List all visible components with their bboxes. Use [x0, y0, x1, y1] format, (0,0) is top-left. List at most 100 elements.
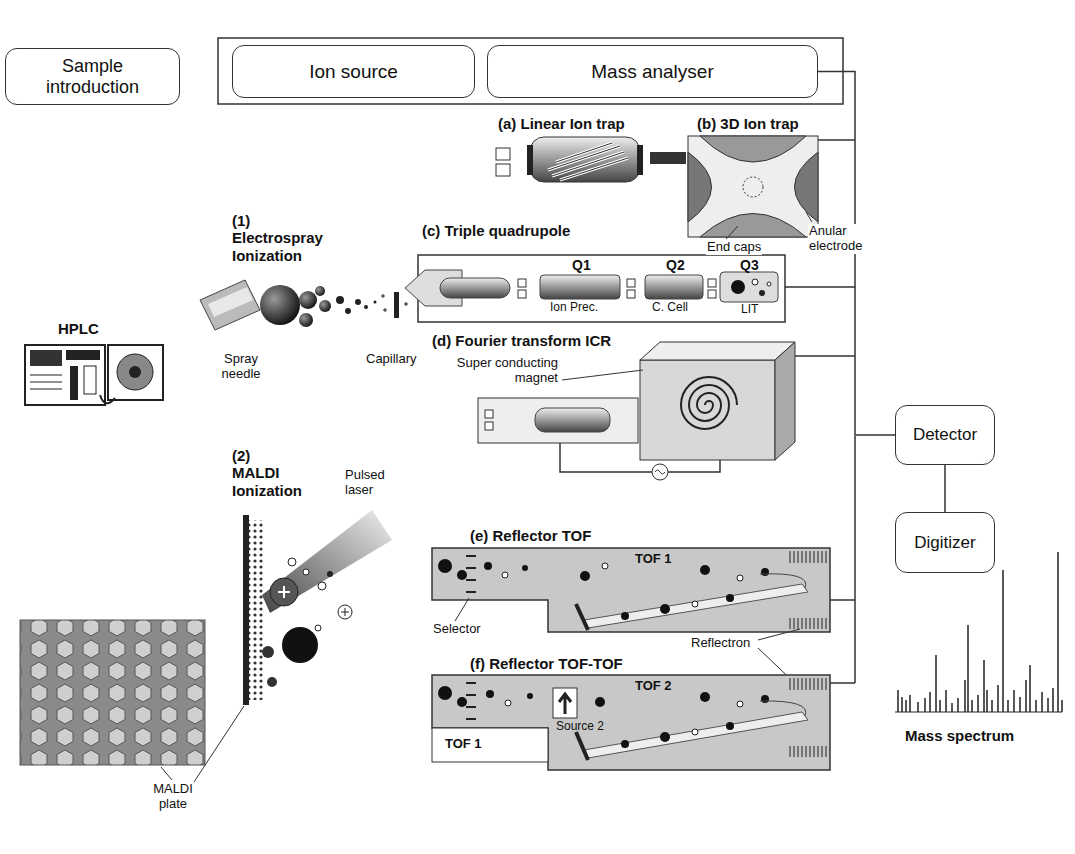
maldi-source-part: [315, 625, 321, 631]
reflector-tof-part: [457, 570, 467, 580]
hplc-device-part: [129, 366, 141, 378]
reflector-tof-part: [602, 563, 608, 569]
part-label: MALDI plate: [150, 782, 196, 812]
triple-quadrupole-part: [720, 272, 778, 302]
reflector-tof-tof-part: [761, 695, 769, 703]
outer-frame-part: [218, 38, 843, 104]
analyser-bus-part: [830, 599, 855, 601]
outer-frame: [218, 38, 843, 104]
part-label: Q3: [740, 257, 759, 273]
section-heading: (2) MALDI Ionization: [232, 447, 298, 499]
maldi-source-part: [341, 608, 349, 616]
electrospray-source-part: [374, 301, 377, 304]
part-label: Pulsed laser: [345, 468, 395, 498]
reflector-tof-tof-part: [432, 675, 830, 770]
electrospray-source-part: [315, 286, 325, 296]
triple-quadrupole-part: [627, 279, 635, 287]
3d-ion-trap-part: [743, 177, 763, 197]
reflector-tof-tof-part: [505, 700, 511, 706]
reflector-tof-tof-part: [559, 694, 571, 714]
analyser-bus-part: [818, 139, 855, 141]
electrospray-source: [200, 280, 408, 330]
maldi-source-part: [249, 520, 263, 700]
part-label: TOF 1: [635, 552, 672, 567]
section-heading: (a) Linear Ion trap: [498, 115, 625, 132]
part-label: C. Cell: [652, 301, 688, 315]
reflector-tof-tof-part: [737, 701, 743, 707]
part-label: Selector: [432, 622, 482, 637]
hplc-device-part: [25, 345, 105, 405]
section-heading: (b) 3D Ion trap: [697, 115, 799, 132]
hplc-device-part: [70, 366, 78, 400]
part-label: Q2: [666, 257, 685, 273]
triple-quadrupole-part: [708, 290, 716, 298]
reflector-tof-part: [455, 598, 469, 621]
reflector-tof-part: [700, 565, 710, 575]
process-box: Digitizer: [895, 512, 995, 573]
maldi-source-part: [318, 582, 326, 590]
3d-ion-trap-part: [700, 136, 806, 162]
reflector-tof-tof-part: [466, 683, 476, 719]
reflector-tof-part: [432, 548, 830, 632]
triple-quadrupole: [405, 255, 785, 322]
maldi-source-part: [20, 620, 205, 765]
reflector-tof-tof-part: [660, 732, 670, 742]
section-heading: (d) Fourier transform ICR: [432, 332, 611, 349]
part-label: Ion Prec.: [550, 301, 598, 315]
reflector-tof-tof-part: [527, 693, 533, 699]
electrospray-source-part: [299, 313, 313, 327]
section-heading: (e) Reflector TOF: [470, 527, 591, 544]
triple-quadrupole-part: [767, 282, 771, 286]
linear-ion-trap-part: [527, 145, 533, 175]
mass-spectrum-plot: [895, 552, 1062, 712]
maldi-source-part: [161, 706, 244, 782]
electrospray-source-part: [345, 308, 351, 314]
box-label: Sample introduction: [23, 56, 163, 97]
maldi-source-part: [270, 578, 298, 606]
reflector-tof-tof-part: [595, 697, 605, 707]
3d-ion-trap: [688, 136, 818, 239]
ft-icr-part: [652, 464, 668, 480]
ft-icr-part: [640, 360, 775, 460]
analyser-bus-part: [785, 286, 855, 288]
linear-ion-trap: [496, 137, 686, 182]
reflector-tof-tof-part: [790, 746, 826, 757]
reflector-tof-part: [502, 572, 508, 578]
reflector-tof-part: [726, 594, 734, 602]
triple-quadrupole-part: [731, 280, 745, 294]
box-label: Ion source: [309, 61, 398, 83]
electrospray-source-part: [200, 280, 260, 330]
electrospray-source-part: [394, 292, 399, 318]
reflector-tof-part: [761, 568, 769, 576]
part-label: End caps: [706, 240, 762, 255]
reflector-tof-part: [522, 565, 528, 571]
section-heading: (f) Reflector TOF-TOF: [470, 655, 623, 672]
triple-quadrupole-part: [759, 290, 765, 296]
section-heading: (c) Triple quadrupole: [422, 222, 570, 239]
linear-ion-trap-part: [637, 145, 643, 175]
reflector-tof-tof-part: [760, 701, 806, 716]
triple-quadrupole-part: [627, 290, 635, 298]
maldi-source-part: [262, 510, 392, 613]
part-label: LIT: [741, 303, 758, 317]
triple-quadrupole-part: [540, 275, 620, 299]
reflector-tof-tof-part: [576, 732, 588, 760]
triple-quadrupole-part: [708, 279, 716, 287]
electrospray-source-part: [260, 285, 300, 325]
maldi-source-part: [327, 571, 333, 577]
triple-quadrupole-part: [418, 255, 785, 322]
maldi-source-part: [282, 627, 318, 663]
3d-ion-trap-part: [688, 152, 712, 222]
3d-ion-trap-part: [700, 214, 806, 238]
process-box: Sample introduction: [5, 48, 180, 105]
connector-line: [944, 465, 946, 512]
linear-ion-trap-part: [548, 143, 628, 180]
electrospray-source-part: [355, 299, 361, 305]
box-label: Detector: [913, 425, 977, 445]
reflector-tof-tof-part: [438, 686, 452, 700]
reflector-tof-part: [621, 612, 629, 620]
analyser-bus-part: [854, 436, 856, 683]
reflector-tof-part: [692, 601, 698, 607]
maldi-source-part: [338, 605, 352, 619]
3d-ion-trap-part: [688, 136, 818, 237]
